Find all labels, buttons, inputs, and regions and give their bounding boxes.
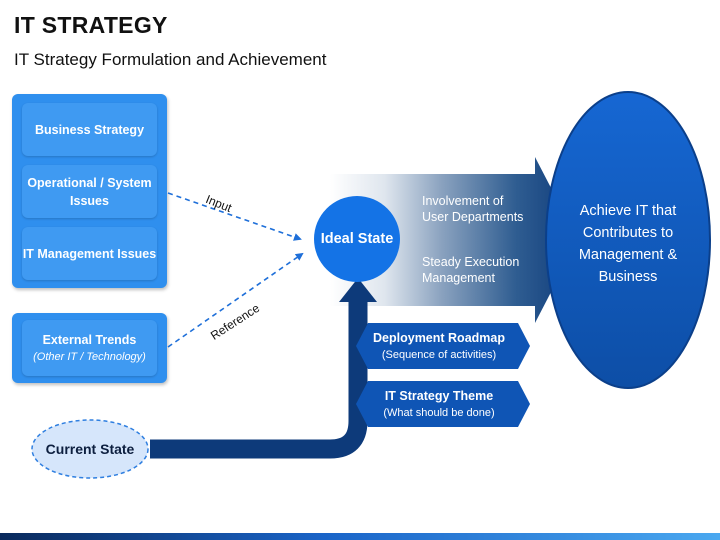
external-trends-label: External Trends [42, 333, 137, 347]
external-trends-box: External Trends (Other IT / Technology) [22, 320, 157, 376]
it-management-issues-box: IT Management Issues [22, 227, 157, 280]
external-trends-note: (Other IT / Technology) [33, 351, 146, 363]
main-arrow [330, 157, 578, 323]
page-title: IT STRATEGY [14, 12, 168, 38]
goal-oval [545, 91, 711, 389]
current-to-ideal-path [150, 300, 368, 459]
stage-chevron-theme [356, 381, 530, 427]
ideal-state-circle: Ideal State [314, 196, 400, 282]
it-strategy-theme-note: (What should be done) [383, 406, 495, 419]
business-strategy-box: Business Strategy [22, 103, 157, 156]
involvement-text: Involvement of User Departments [422, 193, 532, 225]
deployment-roadmap-title: Deployment Roadmap [373, 330, 505, 345]
stage-chevron-roadmap [356, 323, 530, 369]
reference-connector [167, 252, 304, 348]
footer-bar [0, 533, 720, 540]
it-strategy-theme-stage: IT Strategy Theme (What should be done) [358, 381, 520, 427]
current-state-label: Current State [45, 440, 135, 457]
deployment-roadmap-note: (Sequence of activities) [381, 348, 497, 361]
involvement-label: Involvement of User Departments [422, 194, 524, 224]
input-connector [167, 192, 302, 241]
current-to-ideal-arrowhead [339, 278, 377, 302]
it-strategy-theme-title: IT Strategy Theme [384, 388, 494, 403]
operational-issues-box: Operational / System Issues [22, 165, 157, 218]
current-state-oval [31, 419, 149, 479]
goal-label: Achieve IT that Contributes to Managemen… [578, 203, 678, 285]
page-subtitle: IT Strategy Formulation and Achievement [14, 50, 327, 69]
steady-execution-text: Steady Execution Management [422, 254, 527, 286]
deployment-roadmap-stage: Deployment Roadmap (Sequence of activiti… [358, 323, 520, 369]
steady-execution-label: Steady Execution Management [422, 255, 520, 285]
